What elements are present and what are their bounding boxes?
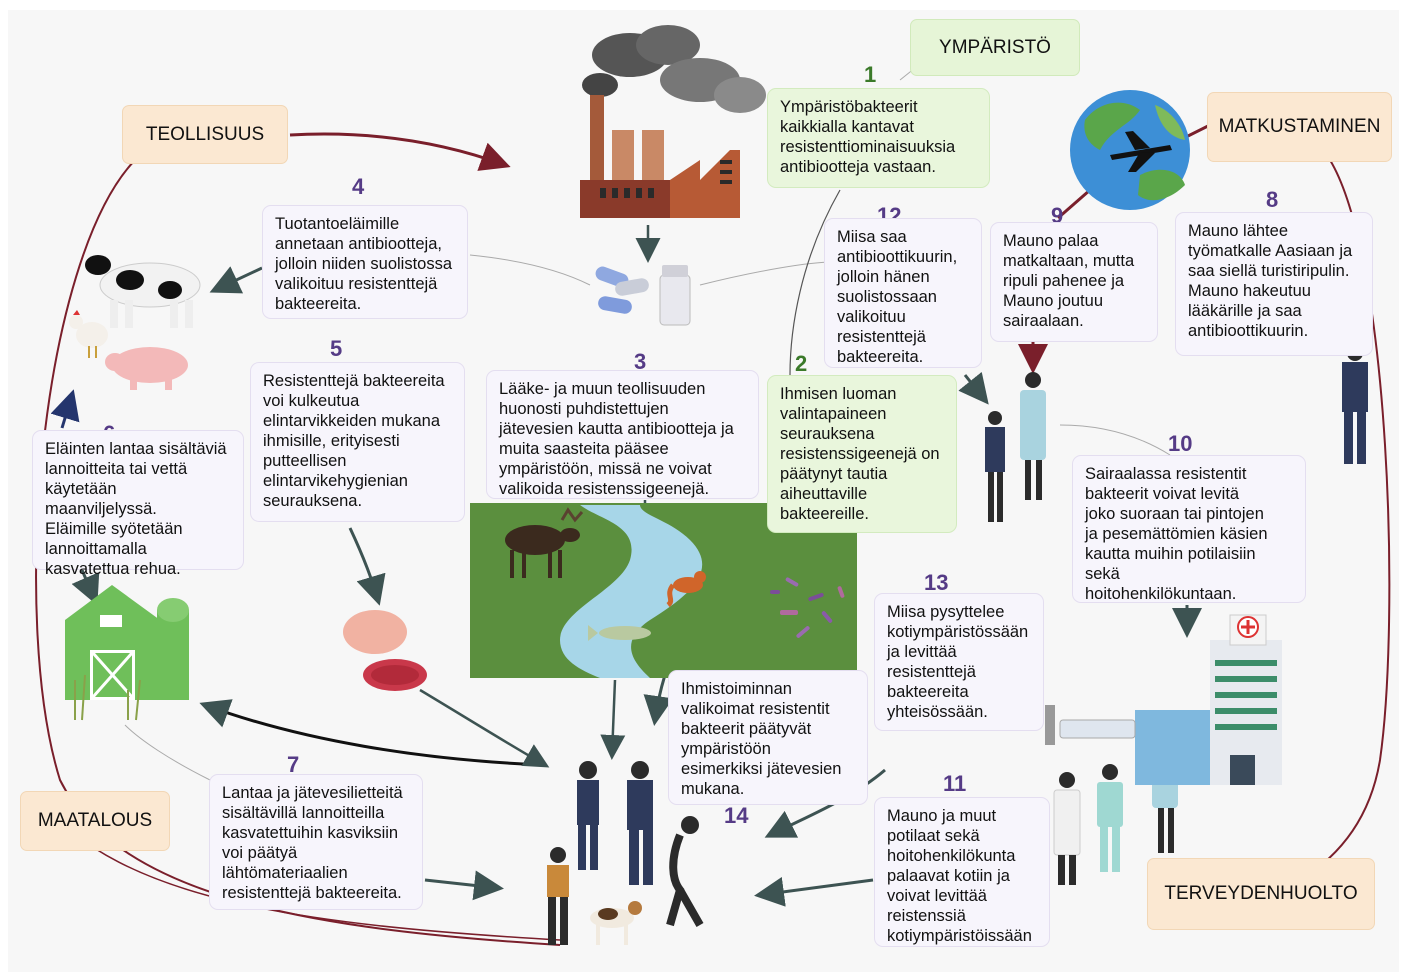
step-number-1: 1 <box>864 62 877 87</box>
step-box-5: Resistenttejä bakteereita voi kulkeutua … <box>250 362 465 522</box>
arrow-people-barn <box>199 699 546 767</box>
step-number-3: 3 <box>634 349 647 374</box>
step-number-7: 7 <box>287 752 300 777</box>
line-globe-9 <box>1057 188 1091 220</box>
arrow-5-meat <box>348 527 386 606</box>
label-matkustaminen: MATKUSTAMINEN <box>1207 92 1392 162</box>
line-pills-4 <box>469 254 591 286</box>
step-box-1: Ympäristöbakteerit kaikkialla kantavat r… <box>767 88 990 188</box>
step-box-9: Mauno palaa matkaltaan, mutta ripuli pah… <box>990 222 1158 342</box>
step-box-2: Ihmisen luoman valintapaineen seurauksen… <box>767 375 957 533</box>
step-number-4: 4 <box>352 174 365 199</box>
arrow-12-patient <box>958 371 989 405</box>
step-number-11: 11 <box>943 771 967 796</box>
label-ymparisto: YMPÄRISTÖ <box>910 19 1080 76</box>
label-teollisuus: TEOLLISUUS <box>122 105 288 164</box>
arrow-river-people <box>600 679 626 760</box>
cycle-line-left <box>35 159 561 946</box>
step-box-14: Ihmistoiminnan valikoimat resistentit ba… <box>668 670 868 805</box>
arrow-meat-people <box>419 688 550 768</box>
line-1-2 <box>789 189 841 376</box>
step-number-2: 2 <box>795 351 808 376</box>
step-number-9: 9 <box>1051 203 1064 228</box>
line-10-patients <box>1059 424 1171 456</box>
step-box-13: Miisa pysyttelee kotiympäristössään ja l… <box>874 593 1044 731</box>
label-terveydenhuolto: TERVEYDENHUOLTO <box>1147 858 1375 930</box>
step-box-12: Miisa saa antibioottikuurin, jolloin hän… <box>824 218 982 368</box>
arrow-barn-animals <box>50 389 80 429</box>
arrow-11-people <box>754 876 874 907</box>
label-maatalous: MAATALOUS <box>20 791 170 851</box>
step-number-13: 13 <box>924 570 949 595</box>
step-box-3: Lääke- ja muun teollisuuden huonosti puh… <box>486 370 759 499</box>
step-box-7: Lantaa ja jätevesilietteitä sisältävillä… <box>209 774 423 910</box>
step-box-8: Mauno lähtee työmatkalle Aasiaan ja saa … <box>1175 212 1373 356</box>
arrow-13-people <box>764 768 886 838</box>
step-box-4: Tuotantoeläimille annetaan antibiootteja… <box>262 205 468 319</box>
step-box-10: Sairaalassa resistentit bakteerit voivat… <box>1072 455 1306 603</box>
arrow-teollisuus-factory <box>289 132 511 171</box>
step-box-6: Eläinten lantaa sisältäviä lannoitteita … <box>32 430 244 578</box>
step-box-11: Mauno ja muut potilaat sekä hoitohenkilö… <box>874 797 1050 947</box>
step-number-8: 8 <box>1266 187 1279 212</box>
line-7-barn <box>124 724 211 781</box>
arrow-7-people <box>424 870 504 901</box>
arrow-6-barn <box>71 569 100 606</box>
step-number-5: 5 <box>330 336 343 361</box>
step-number-10: 10 <box>1168 431 1193 456</box>
arrow-4-animals <box>209 266 263 294</box>
step-number-14: 14 <box>724 803 749 828</box>
